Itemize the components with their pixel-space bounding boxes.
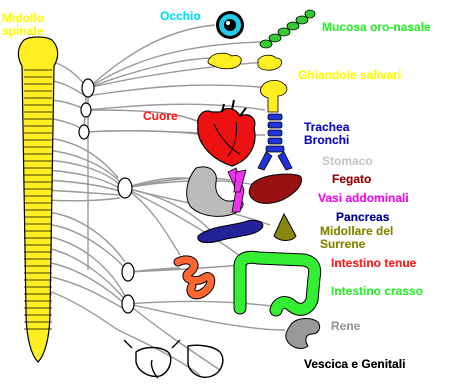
heart-organ: [198, 100, 255, 166]
small-intestine-organ: [178, 260, 211, 295]
small-intestine-label: Intestino tenue: [331, 257, 416, 270]
abdominal-vessels-label: Vasi addominali: [318, 192, 409, 205]
superior-cervical-ganglion: [82, 79, 94, 97]
adrenal-medulla-label: Midollare del Surrene: [320, 225, 393, 251]
large-intestine-organ: [240, 257, 315, 310]
eye-label: Occhio: [160, 10, 201, 23]
salivary-glands-label: Ghiandole salivari: [298, 69, 401, 82]
large-intestine-label: Intestino crasso: [331, 285, 423, 298]
middle-cervical-ganglion: [81, 103, 91, 117]
spinal-cord: [18, 37, 57, 362]
adrenal-medulla-label-line2: Surrene: [320, 238, 393, 251]
superior-mesenteric-ganglion: [122, 263, 134, 281]
kidney-label: Rene: [331, 320, 360, 333]
salivary-glands-organ: [208, 53, 287, 112]
oronasal-mucosa-organ: [260, 10, 315, 48]
trachea-label-line2: Bronchi: [304, 134, 349, 147]
bladder-genitals-label: Vescica e Genitali: [304, 358, 405, 371]
kidney-organ: [286, 319, 320, 349]
bladder-genitals-organ: [124, 340, 223, 378]
celiac-ganglion: [118, 178, 132, 198]
spinal-cord-label: Midollo spinale: [2, 12, 44, 38]
liver-organ: [249, 174, 301, 203]
liver-label: Fegato: [332, 173, 371, 186]
stomach-label: Stomaco: [322, 155, 373, 168]
inferior-mesenteric-ganglion: [122, 295, 134, 313]
trachea-bronchi-organ: [258, 114, 292, 170]
ganglia-chain: [79, 79, 134, 313]
stellate-ganglion: [79, 125, 89, 139]
oronasal-mucosa-label: Mucosa oro-nasale: [322, 21, 431, 34]
spinal-cord-label-line2: spinale: [2, 25, 44, 38]
trachea-label: Trachea Bronchi: [304, 121, 349, 147]
pancreas-label: Pancreas: [336, 211, 389, 224]
pancreas-organ: [198, 220, 263, 242]
adrenal-medulla-organ: [274, 214, 296, 241]
eye-organ: [216, 11, 244, 39]
heart-label: Cuore: [143, 110, 178, 123]
